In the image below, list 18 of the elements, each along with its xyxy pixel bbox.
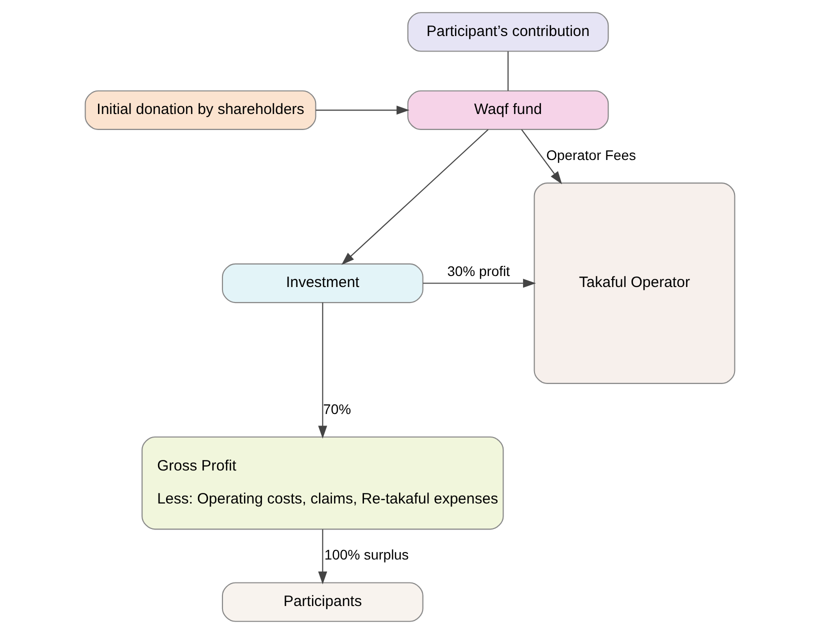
node-box: Participants [221, 582, 423, 622]
edge-label: Operator Fees [546, 146, 636, 163]
arrow [340, 129, 488, 265]
arrow [315, 106, 409, 115]
connector [507, 51, 508, 91]
node-box: Initial donation by shareholders [84, 90, 316, 130]
edge-label: 70% [322, 400, 351, 417]
node-box: Waqf fund [406, 90, 608, 130]
arrow [318, 529, 327, 584]
arrow [520, 129, 562, 184]
edge-label: 100% surplus [324, 546, 408, 563]
node-box: Takaful Operator [533, 182, 735, 384]
edge-label: 30% profit [446, 263, 510, 280]
node-box: Gross Profit Less: Operating costs, claims, Re-takaful expenses [141, 436, 504, 530]
node-box: Investment [221, 263, 423, 304]
arrow [318, 302, 327, 439]
node-box: Participant’s contribution [406, 12, 608, 52]
arrow [422, 278, 536, 288]
